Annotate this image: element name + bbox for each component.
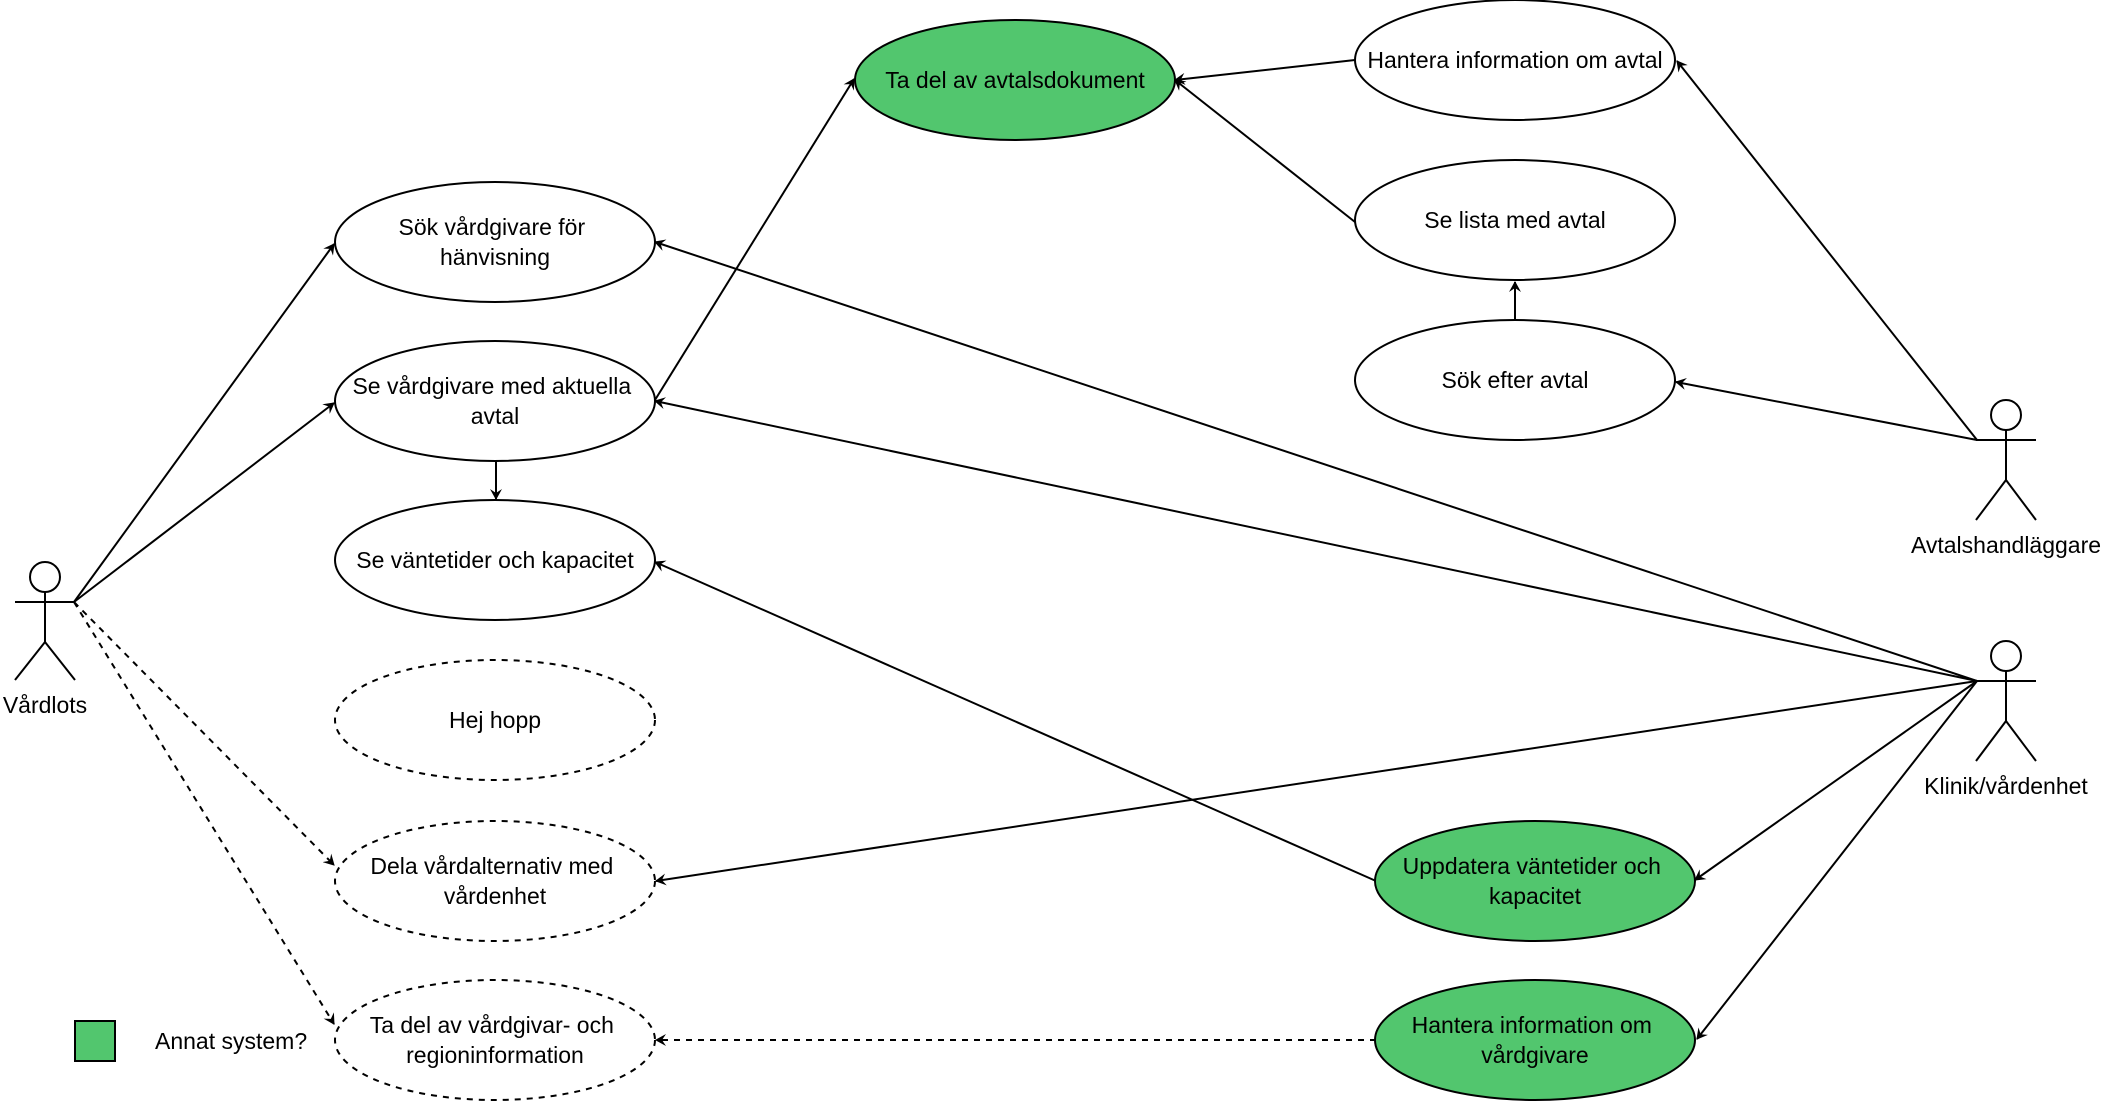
edge-uppdatera-se-vantetider: [654, 560, 1377, 882]
edge-avtalshandlaggare-hantera-avtal: [1676, 60, 1978, 441]
use-case-ta-del-av-vardgivar-och-regioninformation[interactable]: Ta del av vårdgivar- och regioninformati…: [334, 979, 656, 1101]
use-case-shape: [334, 979, 656, 1101]
use-case-shape: [334, 340, 656, 462]
legend: Annat system?: [74, 1020, 307, 1062]
stick-figure-icon: [1975, 640, 2037, 762]
use-case-shape: [1374, 979, 1696, 1101]
use-case-label: Sök vårdgivare för hänvisning: [398, 214, 591, 270]
use-case-label: Hantera information om vårdgivare: [1412, 1012, 1659, 1068]
use-case-shape: [334, 181, 656, 303]
edge-klinik-sok-vardgivare: [654, 239, 1978, 682]
use-case-label: Se vårdgivare med aktuella avtal: [352, 373, 637, 429]
actor-label: Klinik/vårdenhet: [1924, 773, 2088, 799]
edge-vardlots-dela-vardalt: [73, 601, 335, 866]
use-case-label: Ta del av vårdgivar- och regioninformati…: [370, 1012, 621, 1068]
use-case-sok-vardgivare-for-hanvisning[interactable]: Sök vårdgivare för hänvisning: [334, 181, 656, 303]
use-case-hej-hopp[interactable]: Hej hopp: [334, 659, 656, 781]
edge-hantera-avtal-ta-del-avtal: [1174, 59, 1356, 85]
edge-klinik-uppdatera: [1694, 680, 1978, 881]
use-case-label: Ta del av avtalsdokument: [885, 67, 1145, 93]
edge-vardlots-se-aktuella: [73, 402, 335, 603]
use-case-hantera-information-om-avtal[interactable]: Hantera information om avtal: [1354, 0, 1676, 121]
edge-se-lista-ta-del-avtal: [1174, 79, 1356, 223]
use-case-shape: [854, 19, 1176, 141]
use-case-se-lista-med-avtal[interactable]: Se lista med avtal: [1354, 159, 1676, 281]
use-case-label: Uppdatera väntetider och kapacitet: [1403, 853, 1668, 909]
use-case-shape: [1354, 159, 1676, 281]
stick-figure-icon: [1975, 399, 2037, 521]
edge-vardlots-sok-vardgivare: [73, 243, 335, 603]
edge-klinik-dela-vardalt: [655, 680, 1978, 886]
stick-figure-icon: [14, 561, 76, 681]
use-case-shape: [334, 659, 656, 781]
use-case-shape: [1354, 319, 1676, 441]
use-case-sok-efter-avtal[interactable]: Sök efter avtal: [1354, 319, 1676, 441]
use-case-se-vantetider-och-kapacitet[interactable]: Se väntetider och kapacitet: [334, 499, 656, 621]
use-case-shape: [334, 820, 656, 942]
edge-klinik-hantera-vardgivare: [1696, 680, 1978, 1040]
use-case-shape: [1354, 0, 1676, 121]
actor-label: Avtalshandläggare: [1911, 532, 2101, 558]
legend-label: Annat system?: [155, 1028, 307, 1054]
use-case-shape: [334, 499, 656, 621]
actor-klinik-vardenhet[interactable]: Klinik/vårdenhet: [1924, 640, 2088, 799]
use-case-label: Sök efter avtal: [1441, 367, 1588, 393]
edge-klinik-se-aktuella: [654, 397, 1978, 682]
use-case-ta-del-av-avtalsdokument[interactable]: Ta del av avtalsdokument: [854, 19, 1176, 141]
edge-avtalshandlaggare-sok-avtal: [1675, 378, 1978, 441]
use-case-label: Se lista med avtal: [1424, 207, 1606, 233]
edge-se-aktuella-ta-del-avtal: [654, 78, 855, 401]
legend-swatch: [74, 1020, 116, 1062]
connector-layer: [73, 59, 1978, 1046]
use-case-shape: [1374, 820, 1696, 942]
use-case-label: Hantera information om avtal: [1367, 47, 1662, 73]
actor-vardlots[interactable]: Vårdlots: [3, 561, 87, 718]
edge-vardlots-ta-del-region: [73, 601, 335, 1025]
use-case-label: Dela vårdalternativ med vårdenhet: [370, 853, 619, 909]
use-case-label: Se väntetider och kapacitet: [356, 547, 634, 573]
use-case-label: Hej hopp: [449, 707, 541, 733]
use-case-uppdatera-vantetider-och-kapacitet[interactable]: Uppdatera väntetider och kapacitet: [1374, 820, 1696, 942]
use-case-se-vardgivare-med-aktuella-avtal[interactable]: Se vårdgivare med aktuella avtal: [334, 340, 656, 462]
use-case-hantera-information-om-vardgivare[interactable]: Hantera information om vårdgivare: [1374, 979, 1696, 1101]
actor-label: Vårdlots: [3, 692, 87, 718]
actor-avtalshandlaggare[interactable]: Avtalshandläggare: [1911, 399, 2101, 558]
use-case-dela-vardalternativ-med-vardenhet[interactable]: Dela vårdalternativ med vårdenhet: [334, 820, 656, 942]
